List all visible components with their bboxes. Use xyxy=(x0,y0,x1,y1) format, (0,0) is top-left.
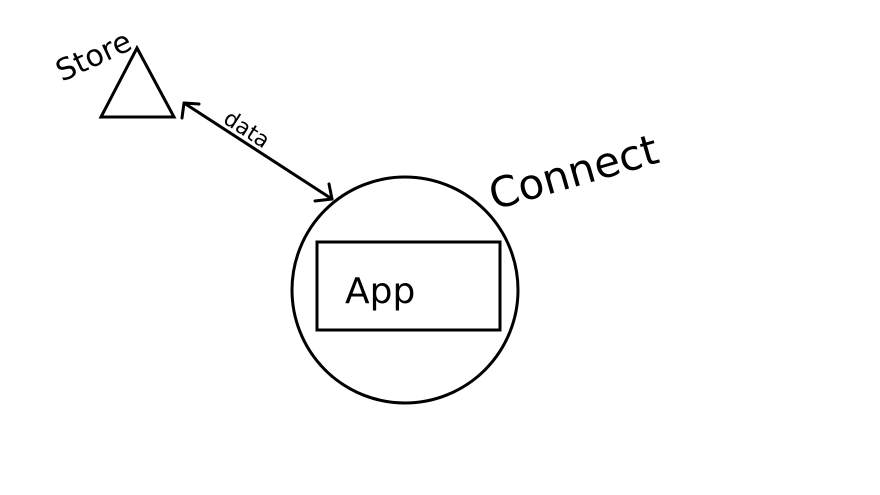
arrowhead-bottom xyxy=(313,182,334,203)
store-label: Store xyxy=(51,24,138,89)
data-arrow xyxy=(180,101,334,203)
app-label: App xyxy=(345,271,415,312)
data-label: data xyxy=(219,106,274,154)
store-triangle xyxy=(98,44,177,119)
app-box xyxy=(315,240,502,332)
connect-label: Connect xyxy=(483,125,663,220)
arrowhead-top xyxy=(180,101,201,120)
connect-circle xyxy=(290,175,520,405)
